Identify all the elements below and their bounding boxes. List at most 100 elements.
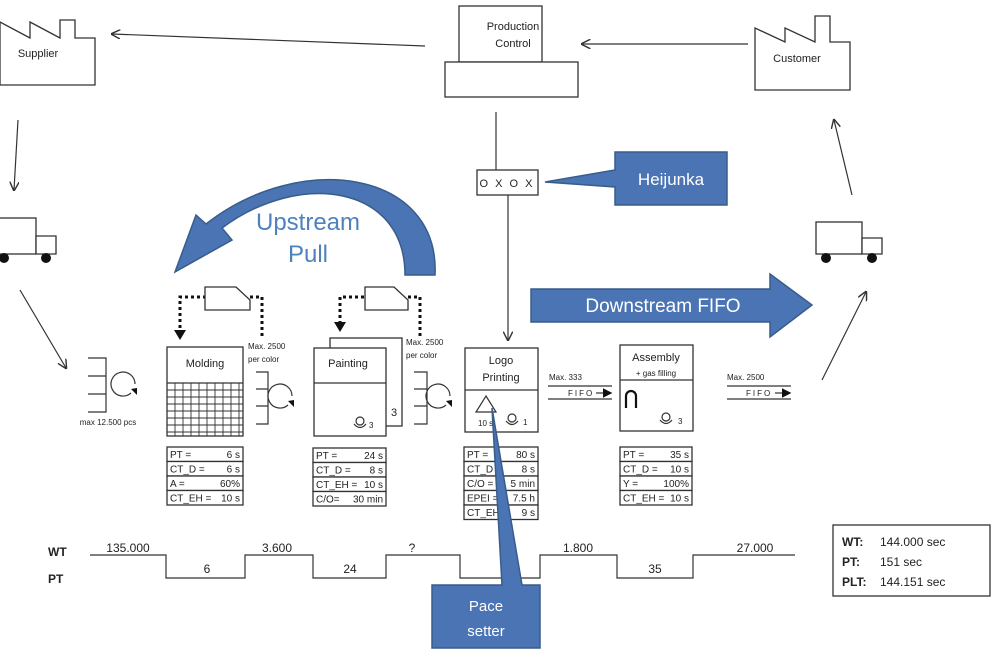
wt-value: ? [409, 541, 416, 555]
production-control: Production Control [444, 5, 579, 98]
pt-value: 24 [343, 562, 357, 576]
supplier-factory: Supplier [0, 19, 96, 86]
fifo-max-label: Max. 333 [549, 373, 582, 382]
supermarket-before-molding: max 12.500 pcs [80, 357, 137, 427]
summary-plt-label: PLT: [842, 575, 866, 589]
pace-setter-callout: Pace setter [431, 407, 541, 649]
fifo-lane-2: Max. 2500 FIFO [727, 373, 792, 400]
downstream-fifo-arrow: Downstream FIFO [530, 272, 814, 339]
process-name: Logo [489, 355, 513, 367]
data-value: 7.5 h [513, 494, 535, 505]
process-data-box: PT =35 sCT_D =10 sY =100%CT_EH =10 s [619, 446, 693, 506]
data-label: CT_EH = [316, 480, 358, 491]
operator-count: 1 [523, 418, 528, 427]
summary-plt-value: 144.151 sec [880, 575, 945, 589]
operator-icon [505, 413, 519, 426]
supermarket-after-molding: Max. 2500 per color [248, 342, 294, 425]
customer-label: Customer [773, 53, 821, 65]
customer-factory: Customer [754, 15, 851, 91]
data-label: CT_D = [467, 465, 502, 476]
data-value: 100% [663, 479, 689, 490]
wt-value: 27.000 [737, 541, 774, 555]
data-label: CT_EH = [170, 494, 212, 505]
data-value: 80 s [516, 450, 535, 461]
summary-box: WT: 144.000 sec PT: 151 sec PLT: 144.151… [832, 524, 991, 597]
inventory-max-label: Max. 2500 [406, 338, 444, 347]
pt-value: 6 [204, 562, 211, 576]
heijunka-box [476, 169, 539, 196]
inventory-triangle-icon [474, 394, 498, 413]
supplier-to-truck-arrow [14, 119, 18, 190]
kanban-signal-molding [174, 286, 264, 340]
stock-label: 10 st [478, 419, 496, 428]
process-painting: Painting 3 3 [313, 337, 403, 437]
data-label: CT_D = [623, 465, 658, 476]
production-control-label-1: Production [487, 21, 540, 33]
kanban-signal-painting [334, 286, 422, 336]
process-assembly: Assembly + gas filling 3 [619, 344, 694, 432]
data-value: 24 s [364, 451, 383, 462]
u-cell-icon [624, 389, 638, 408]
upstream-pull-label-1: Upstream [256, 209, 360, 236]
supplier-label: Supplier [18, 48, 59, 60]
info-arrow-to-supplier [112, 34, 426, 47]
data-label: A = [170, 479, 185, 490]
fifo-label: FIFO [568, 389, 594, 398]
inventory-max-label: per color [406, 351, 437, 360]
inventory-max-label: per color [248, 355, 279, 364]
production-control-label-2: Control [495, 38, 530, 50]
pt-value: 35 [648, 562, 662, 576]
data-value: 60% [220, 479, 240, 490]
data-value: 10 s [221, 494, 240, 505]
data-label: C/O = [467, 479, 494, 490]
process-data-box: PT =6 sCT_D =6 sA =60%CT_EH =10 s [166, 446, 244, 506]
truck-icon-inbound [0, 217, 57, 263]
process-name: Printing [482, 372, 519, 384]
data-value: 5 min [511, 479, 535, 490]
wt-value: 1.800 [563, 541, 593, 555]
fifo-label: FIFO [746, 389, 772, 398]
process-name: Molding [186, 358, 225, 370]
supermarket-after-painting: Max. 2500 per color [406, 338, 452, 425]
inventory-max-label: max 12.500 pcs [80, 418, 136, 427]
downstream-fifo-label: Downstream FIFO [585, 296, 740, 317]
process-name: Painting [328, 358, 368, 370]
stack-count: 3 [391, 407, 397, 419]
data-label: CT_EH = [623, 494, 665, 505]
data-label: CT_EH = [467, 508, 509, 519]
operator-count: 3 [369, 421, 374, 430]
cycle-arrow-icon [425, 383, 451, 409]
summary-wt-label: WT: [842, 535, 863, 549]
pace-setter-label-1: Pace [469, 598, 503, 615]
process-name: + gas filling [636, 369, 676, 378]
data-label: EPEI = [467, 494, 499, 505]
data-value: 6 s [227, 450, 240, 461]
data-value: 10 s [670, 494, 689, 505]
operator-count: 3 [678, 417, 683, 426]
fifo-to-truck-arrow [821, 292, 866, 381]
truck-to-customer-arrow [834, 120, 853, 196]
data-value: 30 min [353, 495, 383, 506]
data-label: C/O= [316, 495, 340, 506]
heijunka-callout: Heijunka [544, 151, 728, 206]
timeline-line [90, 554, 795, 579]
data-label: PT = [623, 450, 644, 461]
data-value: 8 s [522, 465, 535, 476]
cycle-arrow-icon [267, 383, 293, 409]
fifo-max-label: Max. 2500 [727, 373, 765, 382]
fifo-lane-1: Max. 333 FIFO [548, 373, 613, 400]
upstream-pull-label-2: Pull [288, 241, 328, 268]
data-label: CT_D = [316, 466, 351, 477]
cycle-arrow-icon [110, 371, 136, 397]
pt-label: PT [48, 572, 64, 586]
pace-setter-label-2: setter [467, 623, 505, 640]
data-label: PT = [467, 450, 488, 461]
data-value: 8 s [370, 466, 383, 477]
inventory-max-label: Max. 2500 [248, 342, 286, 351]
data-value: 6 s [227, 465, 240, 476]
operator-icon [353, 416, 367, 429]
process-logo-printing: Logo Printing 10 st 1 [464, 347, 539, 433]
